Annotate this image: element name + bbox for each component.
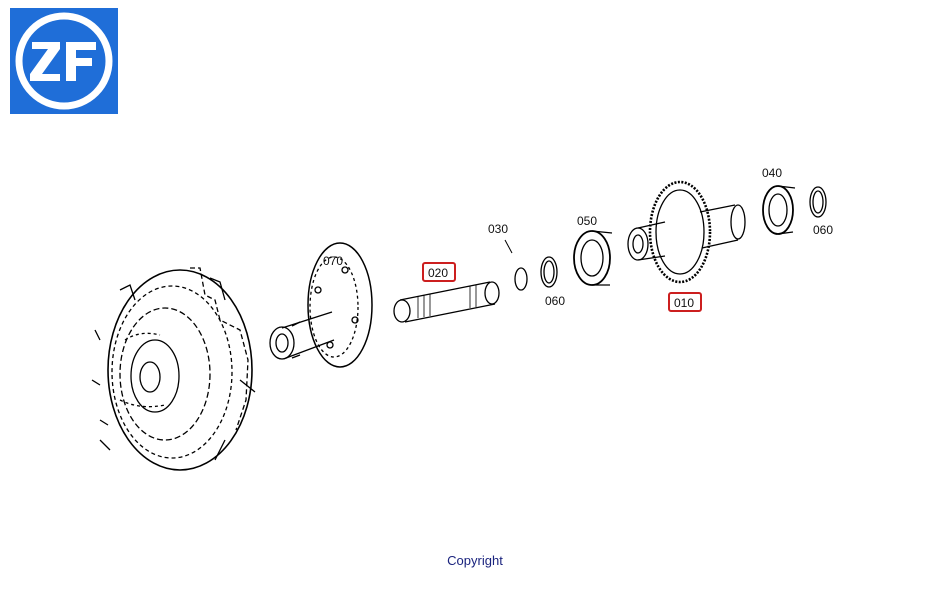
part-020-drawing[interactable] bbox=[393, 281, 500, 323]
part-label-060b[interactable]: 060 bbox=[813, 223, 833, 237]
part-050-drawing[interactable] bbox=[573, 230, 613, 286]
part-label-040[interactable]: 040 bbox=[762, 166, 782, 180]
torque-converter-drawing bbox=[91, 267, 256, 471]
part-label-010[interactable]: 010 bbox=[674, 296, 694, 310]
part-030-drawing[interactable] bbox=[504, 239, 528, 291]
part-010-highlight bbox=[668, 292, 702, 312]
part-label-050[interactable]: 050 bbox=[577, 214, 597, 228]
zf-logo bbox=[10, 8, 118, 114]
part-label-030[interactable]: 030 bbox=[488, 222, 508, 236]
part-label-070[interactable]: 070 bbox=[323, 254, 343, 268]
part-060b-drawing[interactable] bbox=[809, 186, 827, 218]
part-label-020[interactable]: 020 bbox=[428, 266, 448, 280]
part-010-drawing[interactable] bbox=[627, 180, 746, 284]
part-label-060a[interactable]: 060 bbox=[545, 294, 565, 308]
zf-logo-mark bbox=[15, 12, 113, 110]
part-040-drawing[interactable] bbox=[762, 185, 796, 235]
copyright-text: Copyright bbox=[447, 553, 503, 568]
part-020-highlight bbox=[422, 262, 456, 282]
part-060a-drawing[interactable] bbox=[540, 256, 558, 288]
part-070-drawing[interactable] bbox=[269, 242, 373, 368]
